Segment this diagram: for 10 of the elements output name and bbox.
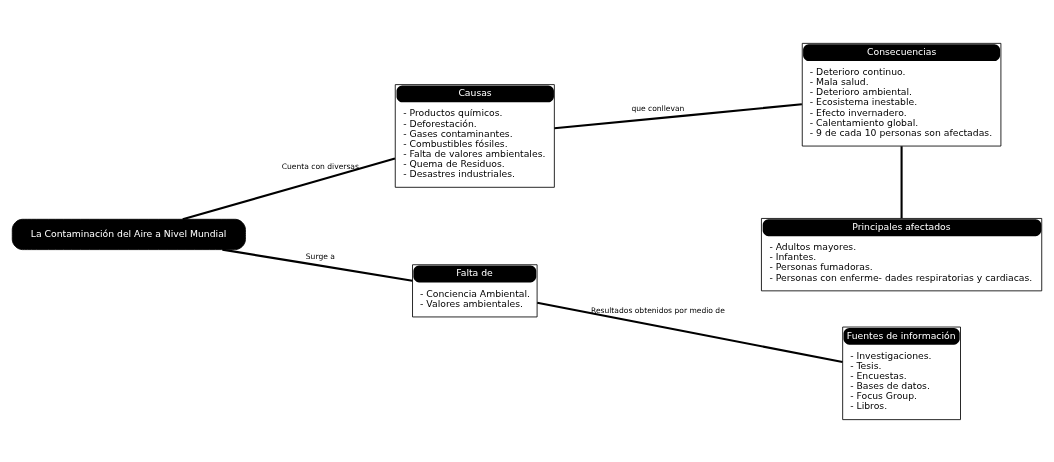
connector <box>182 157 396 220</box>
connector <box>900 145 903 218</box>
connector <box>554 102 802 129</box>
node-box: La Contaminación del Aire a Nivel Mundial <box>11 218 246 250</box>
connector <box>222 248 413 282</box>
edge-label: que conllevan <box>631 103 685 113</box>
edge-label: Surge a <box>305 251 335 261</box>
connector <box>537 301 843 363</box>
edge-label: Resultados obtenidos por medio de <box>590 305 725 315</box>
edge-label: Cuenta con diversas <box>281 161 359 171</box>
